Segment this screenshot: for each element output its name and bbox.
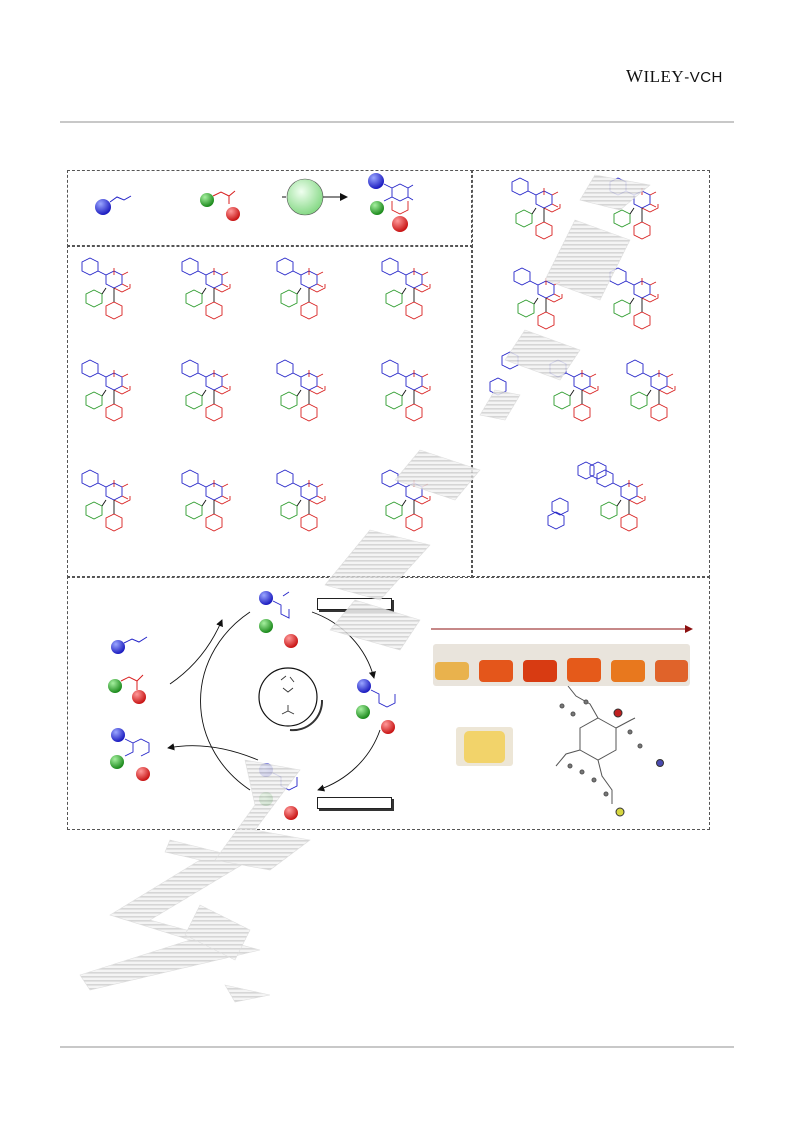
reaction-scheme: [95, 173, 414, 232]
vial-series-photo: [433, 644, 690, 686]
substrate-scope-grid: [81, 257, 431, 532]
sphere-icon: [226, 207, 240, 221]
mechanism: [108, 591, 693, 820]
sphere-icon: [200, 193, 214, 207]
publisher-logo: WILEY-VCH: [626, 66, 723, 87]
sphere-icon: [95, 199, 111, 215]
catalyst-circle-icon: [286, 178, 324, 216]
publisher-suffix: -VCH: [684, 69, 723, 86]
panel-extended-scope: [471, 170, 710, 578]
publisher-iley: ILEY: [643, 67, 685, 86]
publisher-w: W: [626, 66, 644, 86]
panel-reaction-scheme: [67, 170, 473, 247]
label-box-lower: [317, 797, 392, 809]
header-rule: [60, 121, 734, 123]
crystal-structure-icon: [555, 685, 664, 817]
label-box-upper: [317, 598, 392, 610]
footer-rule: [60, 1046, 734, 1048]
panel-substrate-scope: [67, 245, 473, 578]
powder-photo: [456, 727, 513, 766]
extended-scope: [489, 177, 676, 532]
